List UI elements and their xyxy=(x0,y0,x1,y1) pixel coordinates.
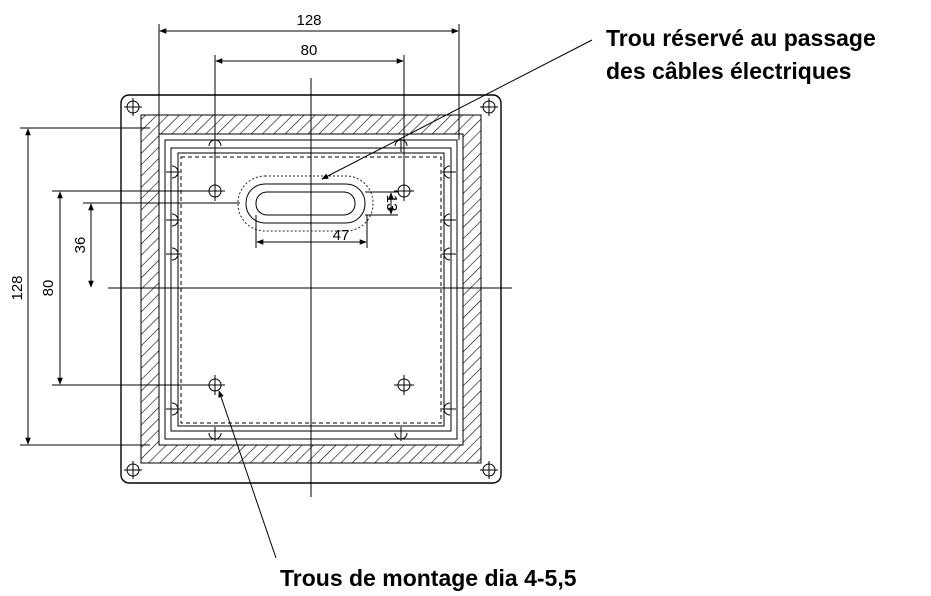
leader-mounting-holes: Trous de montage dia 4-5,5 xyxy=(218,390,577,591)
corner-hole xyxy=(124,98,142,116)
hatched-frame xyxy=(140,114,482,464)
dim-hole-height: 80 xyxy=(40,190,208,386)
dim-outer-height-label: 128 xyxy=(9,275,26,300)
dim-center-offset-label: 36 xyxy=(72,237,89,254)
corner-hole xyxy=(124,461,142,479)
callout-mounting-holes: Trous de montage dia 4-5,5 xyxy=(280,565,577,591)
dim-hole-width: 80 xyxy=(214,42,405,186)
corner-holes xyxy=(124,98,498,479)
dim-outer-width: 128 xyxy=(158,12,460,140)
leader-cable-hole: Trou réservé au passage des câbles élect… xyxy=(321,25,876,180)
mounting-hole xyxy=(394,375,414,395)
dim-slot-length-label: 47 xyxy=(333,227,350,244)
callout-cable-hole-line2: des câbles électriques xyxy=(606,58,851,84)
dim-hole-width-label: 80 xyxy=(301,42,318,59)
corner-hole xyxy=(480,461,498,479)
mounting-hole xyxy=(205,375,225,395)
corner-hole xyxy=(480,98,498,116)
dim-slot-length: 47 xyxy=(255,215,368,248)
dim-outer-width-label: 128 xyxy=(296,12,321,29)
mounting-holes xyxy=(205,181,414,395)
dim-hole-height-label: 80 xyxy=(40,280,57,297)
callout-cable-hole-line1: Trou réservé au passage xyxy=(606,25,876,51)
dim-outer-height: 128 xyxy=(9,127,150,446)
dim-slot-height-label: 13 xyxy=(383,195,400,212)
cable-slot xyxy=(237,175,374,232)
dim-slot-height: 13 xyxy=(365,191,400,216)
dim-center-offset: 36 xyxy=(72,202,240,288)
